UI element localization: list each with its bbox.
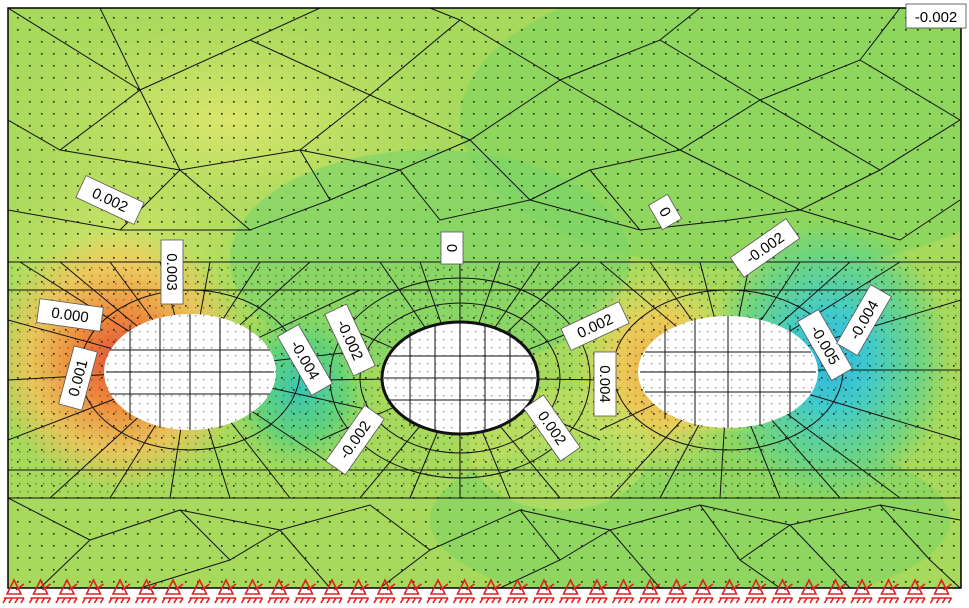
contour-label: 0.004	[593, 351, 617, 417]
support-pin-icon	[744, 578, 767, 604]
support-pin-icon	[903, 578, 926, 604]
support-pin-icon	[611, 578, 635, 604]
plot-frame	[7, 7, 962, 589]
support-pin-icon	[187, 578, 211, 604]
support-pin-icon	[346, 578, 370, 604]
contour-label: -0.004	[836, 284, 892, 356]
svg-text:0.000: 0.000	[50, 304, 90, 326]
support-pin-icon	[161, 578, 184, 604]
support-pin-icon	[373, 578, 396, 604]
openings	[104, 314, 818, 436]
support-pin-icon	[691, 578, 714, 604]
contour-labels: 0.002 0.000 0.001 0.003 -0.004 -0.002 -0…	[36, 175, 892, 476]
support-pin-icon	[2, 578, 25, 604]
support-pin-icon	[240, 578, 264, 604]
support-symbols	[2, 578, 953, 604]
support-pin-icon	[267, 578, 290, 604]
support-pin-icon	[823, 578, 847, 604]
corner-value-box: -0.002	[905, 3, 967, 29]
support-pin-icon	[797, 578, 820, 604]
support-pin-icon	[108, 578, 131, 604]
support-pin-icon	[532, 578, 555, 604]
svg-text:0.004: 0.004	[596, 365, 613, 403]
support-pin-icon	[638, 578, 661, 604]
support-pin-icon	[81, 578, 105, 604]
support-pin-icon	[134, 578, 158, 604]
left-opening	[104, 314, 276, 430]
support-pin-icon	[452, 578, 476, 604]
svg-text:0: 0	[443, 244, 460, 252]
support-pin-icon	[55, 578, 78, 604]
support-pin-icon	[876, 578, 900, 604]
center-opening	[380, 320, 540, 436]
support-pin-icon	[505, 578, 529, 604]
support-pin-icon	[850, 578, 873, 604]
support-pin-icon	[399, 578, 423, 604]
contour-label: 0.001	[58, 345, 98, 411]
contour-label: 0.000	[36, 298, 104, 332]
contour-label: 0	[440, 231, 464, 265]
support-pin-icon	[320, 578, 343, 604]
svg-text:0.003: 0.003	[163, 253, 180, 291]
support-pin-icon	[929, 578, 953, 604]
contour-label: 0	[647, 193, 683, 231]
support-pin-icon	[479, 578, 502, 604]
support-pin-icon	[426, 578, 449, 604]
right-opening	[638, 316, 818, 428]
support-pin-icon	[558, 578, 582, 604]
support-pin-icon	[770, 578, 794, 604]
support-pin-icon	[664, 578, 688, 604]
support-pin-icon	[717, 578, 741, 604]
support-pin-icon	[585, 578, 608, 604]
support-pin-icon	[293, 578, 317, 604]
corner-value: -0.002	[915, 9, 958, 26]
contour-label: 0.003	[160, 239, 184, 305]
support-pin-icon	[214, 578, 237, 604]
triangular-mesh	[8, 8, 961, 588]
support-pin-icon	[28, 578, 52, 604]
